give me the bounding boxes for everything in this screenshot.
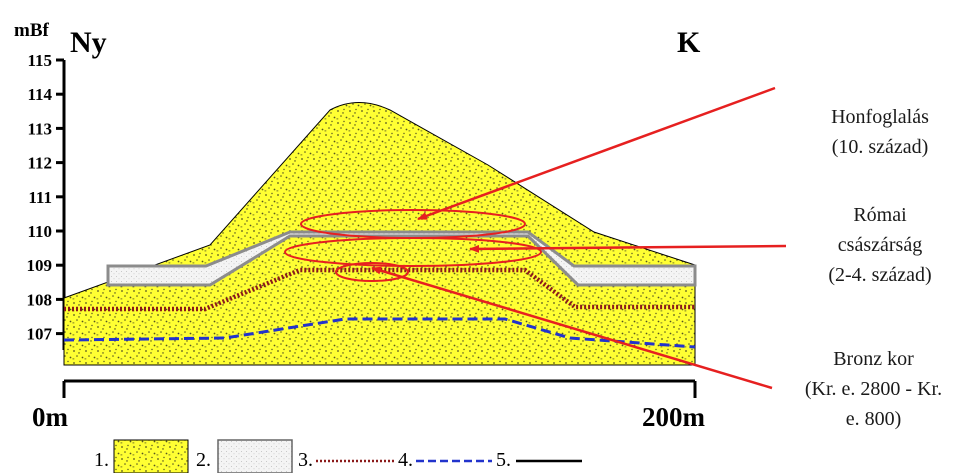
y-axis-unit-label: mBf <box>14 20 50 41</box>
legend-label-5: 5. <box>496 449 511 471</box>
layer-line-dotted <box>64 267 695 312</box>
annotation-romai-title-2: császárság <box>837 234 923 256</box>
legend-label-2: 2. <box>196 449 211 471</box>
y-tick-label: 113 <box>27 119 52 138</box>
legend-swatch-1 <box>113 439 189 473</box>
y-tick-label: 109 <box>27 256 53 275</box>
y-tick-label: 107 <box>27 325 53 344</box>
annotation-bronz-period-2: e. 800) <box>845 408 902 430</box>
legend-label-1: 1. <box>94 449 109 471</box>
ellipse-bronz <box>335 262 409 282</box>
annotation-romai-title-1: Római <box>853 204 907 226</box>
annotation-bronz-title: Bronz kor <box>833 348 914 370</box>
arrow-bronz <box>371 266 773 390</box>
legend-label-4: 4. <box>398 449 413 471</box>
direction-east-label: K <box>677 26 701 59</box>
legend-swatch-2 <box>217 439 293 473</box>
y-tick-label: 115 <box>27 51 52 70</box>
y-axis: 115 114 113 112 111 110 109 108 107 mBf <box>14 20 66 350</box>
annotation-romai: Római császárság (2-4. század) <box>790 200 970 290</box>
x-axis-start-label: 0m <box>32 402 69 432</box>
annotation-honfoglalas: Honfoglalás (10. század) <box>790 102 970 162</box>
layer-line-dashed <box>63 317 696 349</box>
y-axis-ticks: 115 114 113 112 111 110 109 108 107 <box>27 51 64 344</box>
y-tick-label: 112 <box>27 154 52 173</box>
direction-west-label: Ny <box>70 26 107 59</box>
annotation-romai-period: (2-4. század) <box>828 264 932 286</box>
arrow-romai <box>469 244 787 253</box>
y-tick-label: 114 <box>27 85 52 104</box>
annotation-bronz-period-1: (Kr. e. 2800 - Kr. <box>804 378 943 400</box>
x-axis-end-label: 200m <box>642 402 706 432</box>
culture-layer-white-fill <box>106 230 697 287</box>
legend-label-3: 3. <box>298 449 313 471</box>
annotation-honfoglalas-title: Honfoglalás <box>831 106 929 128</box>
annotation-honfoglalas-period: (10. század) <box>831 136 929 158</box>
arrow-honfoglalas <box>417 86 776 221</box>
y-tick-label: 111 <box>28 188 52 207</box>
y-tick-label: 110 <box>27 222 52 241</box>
ellipse-romai <box>284 237 542 267</box>
annotation-bronz: Bronz kor (Kr. e. 2800 - Kr. e. 800) <box>776 344 971 434</box>
y-tick-label: 108 <box>27 290 53 309</box>
legend: 1. 2. 3. 4. 5. <box>94 439 582 473</box>
x-axis: 0m 200m <box>32 379 706 432</box>
